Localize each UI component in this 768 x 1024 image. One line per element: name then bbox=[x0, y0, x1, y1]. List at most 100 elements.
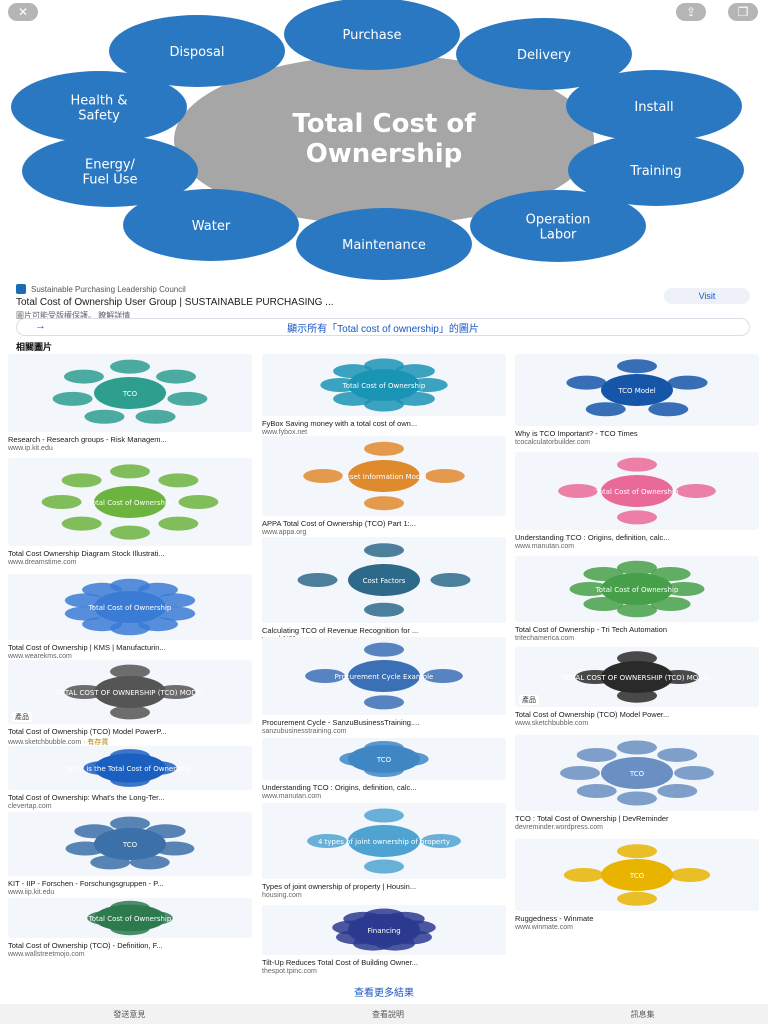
result-caption[interactable]: Total Cost Ownership Diagram Stock Illus… bbox=[8, 549, 165, 558]
result-thumbnail[interactable]: 4 types of joint ownership of property bbox=[262, 803, 506, 879]
thumbnail-title: Total Cost of Ownership bbox=[88, 604, 172, 612]
thumbnail-title: TCO bbox=[629, 872, 645, 880]
thumbnail-title: Asset Information Model bbox=[341, 473, 426, 481]
center-circle bbox=[174, 55, 594, 225]
result-thumbnail[interactable]: TCO bbox=[8, 812, 252, 876]
result-caption[interactable]: Ruggedness - Winmate bbox=[515, 914, 594, 923]
hero-node-label: Training bbox=[629, 164, 681, 179]
copyright-notice[interactable]: 圖片可能受版權保護。 瞭解詳情 bbox=[16, 311, 131, 320]
hero-node-label: Operation bbox=[526, 213, 591, 228]
result-card[interactable]: TCO Understanding TCO : Origins, definiti… bbox=[262, 738, 506, 800]
result-thumbnail[interactable]: TCO bbox=[515, 839, 759, 911]
result-thumbnail[interactable]: Procurement Cycle Example bbox=[262, 637, 506, 715]
source-title[interactable]: Total Cost of Ownership User Group | SUS… bbox=[16, 297, 334, 308]
result-caption[interactable]: Types of joint ownership of property | H… bbox=[262, 882, 417, 891]
result-caption[interactable]: Total Cost of Ownership: What's the Long… bbox=[8, 793, 165, 802]
result-caption[interactable]: TCO : Total Cost of Ownership | DevRemin… bbox=[515, 814, 669, 823]
thumbnail-title: TCO Model bbox=[617, 387, 656, 395]
result-thumbnail[interactable]: TOTAL COST OF OWNERSHIP (TCO) MODEL bbox=[515, 647, 759, 707]
footer-bar: 發送意見 查看說明 訊息集 bbox=[0, 1004, 768, 1024]
result-caption[interactable]: Total Cost of Ownership (TCO) Model Powe… bbox=[515, 710, 670, 719]
result-caption[interactable]: Total Cost of Ownership (TCO) - Definiti… bbox=[8, 941, 163, 950]
result-thumbnail[interactable]: Asset Information Model bbox=[262, 436, 506, 516]
result-caption[interactable]: Total Cost of Ownership | KMS | Manufact… bbox=[8, 643, 166, 652]
result-caption[interactable]: Understanding TCO : Origins, definition,… bbox=[262, 783, 417, 792]
result-thumbnail[interactable]: TCO Model bbox=[515, 354, 759, 426]
result-thumbnail[interactable]: TCO bbox=[8, 354, 252, 432]
result-thumbnail[interactable]: Total Cost of Ownership bbox=[8, 458, 252, 546]
result-caption[interactable]: KIT - IIP - Forschen - Forschungsgruppen… bbox=[8, 879, 164, 888]
footer-messages[interactable]: 訊息集 bbox=[630, 1009, 655, 1019]
result-domain: thespot.tpinc.com bbox=[262, 968, 317, 975]
result-thumbnail[interactable]: TCO bbox=[262, 738, 506, 780]
result-domain: www.iip.kit.edu bbox=[8, 889, 55, 896]
show-all-images-button[interactable]: → 顯示所有「Total cost of ownership」的圖片 bbox=[16, 318, 750, 336]
center-title-line2: Ownership bbox=[306, 139, 463, 169]
result-domain: www.appa.org bbox=[262, 529, 307, 536]
result-thumbnail[interactable]: Cost Factors bbox=[262, 537, 506, 623]
result-card[interactable]: TCO KIT - IIP - Forschen - Forschungsgrup… bbox=[8, 812, 252, 896]
result-domain: www.winmate.com bbox=[515, 924, 573, 931]
result-thumbnail[interactable]: Total Cost of Ownership bbox=[515, 452, 759, 530]
result-caption[interactable]: Total Cost of Ownership - Tri Tech Autom… bbox=[515, 625, 668, 634]
hero-node-label: Safety bbox=[78, 109, 120, 124]
result-caption[interactable]: Research - Research groups - Risk Manage… bbox=[8, 435, 167, 444]
more-results-link[interactable]: 查看更多結果 bbox=[354, 988, 414, 999]
result-card[interactable]: What is the Total Cost of Ownership? Tota… bbox=[8, 746, 252, 810]
result-thumbnail[interactable]: Total Cost of Ownership bbox=[8, 574, 252, 640]
result-card[interactable]: TCO TCO : Total Cost of Ownership | DevRe… bbox=[515, 735, 759, 831]
more-icon[interactable]: ❐ bbox=[728, 3, 758, 21]
result-domain: sanzubusinesstraining.com bbox=[262, 728, 347, 735]
result-thumbnail[interactable]: Financing bbox=[262, 905, 506, 955]
result-domain: devreminder.wordpress.com bbox=[515, 824, 603, 831]
hero-node-disposal: Disposal bbox=[109, 15, 285, 87]
visit-button[interactable]: Visit bbox=[664, 288, 750, 304]
result-thumbnail[interactable]: Total Cost of Ownership bbox=[262, 354, 506, 416]
hero-node-delivery: Delivery bbox=[456, 18, 632, 90]
hero-node-label: Water bbox=[192, 219, 231, 234]
footer-feedback[interactable]: 發送意見 bbox=[113, 1009, 146, 1019]
result-thumbnail[interactable]: What is the Total Cost of Ownership? bbox=[8, 746, 252, 790]
stock-tag: · 有存貨 bbox=[81, 739, 109, 746]
result-thumbnail[interactable]: TCO bbox=[515, 735, 759, 811]
thumbnail-title: TOTAL COST OF OWNERSHIP (TCO) MODEL bbox=[54, 689, 205, 697]
result-caption[interactable]: APPA Total Cost of Ownership (TCO) Part … bbox=[262, 519, 416, 528]
result-thumbnail[interactable]: Total Cost of Ownership bbox=[8, 898, 252, 938]
close-icon[interactable]: ✕ bbox=[8, 3, 38, 21]
result-thumbnail[interactable]: Total Cost of Ownership bbox=[515, 556, 759, 622]
hero-node-label: Energy/ bbox=[85, 158, 136, 173]
result-card[interactable]: TCO Research - Research groups - Risk Man… bbox=[8, 354, 252, 452]
share-icon[interactable]: ⇪ bbox=[676, 3, 706, 21]
result-caption[interactable]: Tilt-Up Reduces Total Cost of Building O… bbox=[262, 958, 418, 967]
footer-help[interactable]: 查看說明 bbox=[371, 1009, 404, 1019]
source-site[interactable]: Sustainable Purchasing Leadership Counci… bbox=[16, 284, 756, 294]
result-caption[interactable]: Procurement Cycle - SanzuBusinessTrainin… bbox=[262, 718, 420, 727]
hero-node-label: Maintenance bbox=[342, 238, 426, 253]
result-caption[interactable]: FyBox Saving money with a total cost of … bbox=[262, 419, 418, 428]
result-domain: clevertap.com bbox=[8, 803, 52, 810]
product-badge: 產品 bbox=[519, 695, 539, 705]
result-caption[interactable]: Understanding TCO : Origins, definition,… bbox=[515, 533, 670, 542]
arrow-right-icon: → bbox=[35, 320, 46, 332]
hero-node-label: Labor bbox=[540, 228, 577, 243]
result-caption[interactable]: Calculating TCO of Revenue Recognition f… bbox=[262, 626, 419, 635]
result-thumbnail[interactable]: TOTAL COST OF OWNERSHIP (TCO) MODEL bbox=[8, 660, 252, 724]
result-caption[interactable]: Why is TCO Important? - TCO Times bbox=[515, 429, 638, 438]
result-caption[interactable]: Total Cost of Ownership (TCO) Model Powe… bbox=[8, 727, 167, 736]
